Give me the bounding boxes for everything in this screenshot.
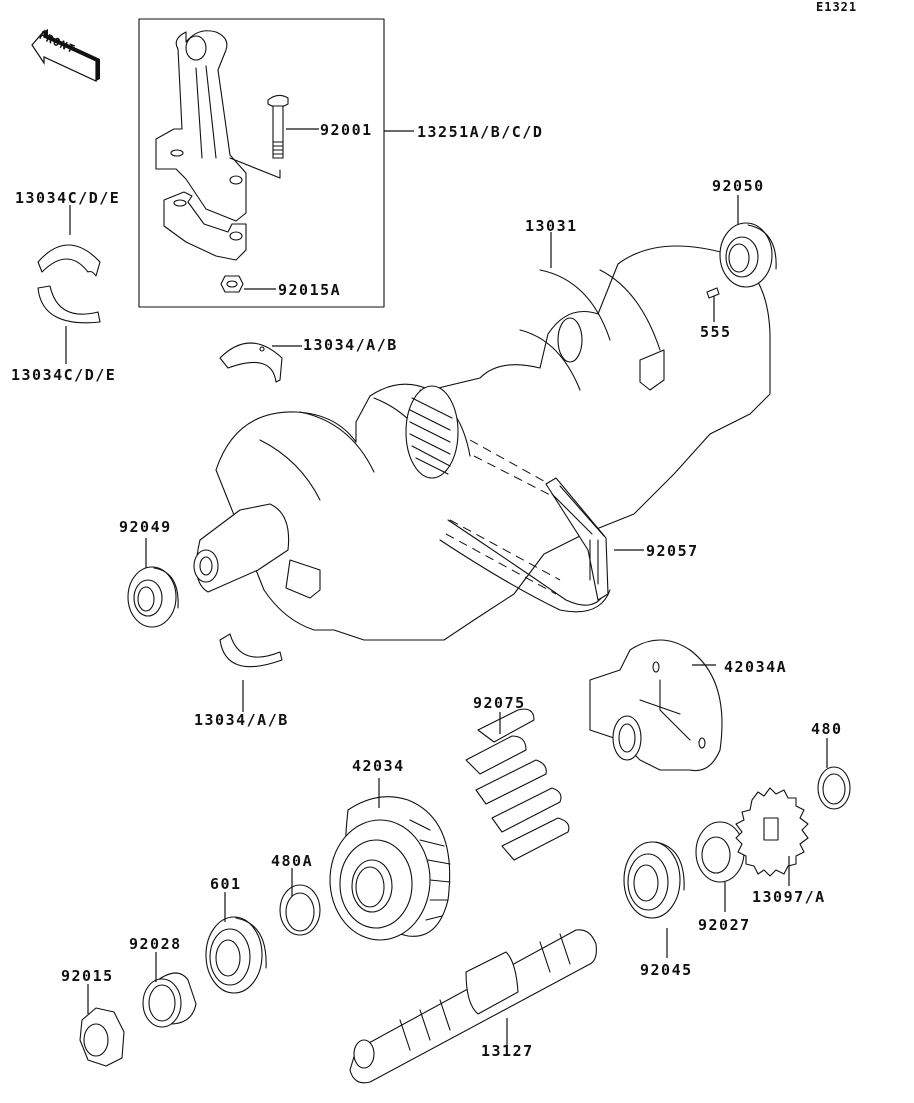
callout-oil-seal-left: 92049: [119, 518, 172, 536]
callout-pin: 555: [700, 323, 732, 341]
callout-conrod-bolt: 92001: [320, 121, 373, 139]
callout-oil-seal-right: 92050: [712, 177, 765, 195]
oil-seal-left-drawing: [127, 566, 179, 628]
output-shaft-drawing: [349, 929, 597, 1084]
timing-chain-drawing: [439, 439, 611, 613]
nut-drawing: [79, 1007, 125, 1067]
connecting-rod-drawing: [155, 30, 281, 261]
conrod-bolt-drawing: [267, 94, 289, 159]
callout-bearing-left: 601: [210, 875, 242, 893]
bearing-left-drawing: [205, 916, 267, 994]
callout-circlip-left: 480A: [271, 852, 314, 870]
crankshaft-drawing: [193, 245, 771, 641]
collar-left-drawing: [142, 972, 197, 1028]
callout-sprocket: 13097/A: [752, 888, 826, 906]
oil-seal-right-drawing: [719, 222, 777, 288]
damper-rubbers-drawing: [465, 708, 570, 861]
conrod-assembly-box: [138, 18, 385, 308]
conrod-bearing-shells-drawing: [37, 244, 101, 324]
callout-primary-gear: 42034: [352, 757, 405, 775]
callout-damper-hub: 42034A: [724, 658, 788, 676]
diagram-code: E1321: [816, 0, 858, 14]
callout-circlip-right: 480: [811, 720, 843, 738]
bearing-right-drawing: [623, 841, 685, 919]
callout-main-bearing-lower: 13034/A/B: [194, 711, 289, 729]
callout-shaft: 13127: [481, 1042, 534, 1060]
callout-nut: 92015: [61, 967, 114, 985]
collar-right-drawing: [695, 821, 745, 883]
callout-conrod-nut: 92015A: [278, 281, 342, 299]
circlip-left-drawing: [279, 884, 321, 936]
conrod-nut-drawing: [220, 275, 244, 293]
main-bearing-upper-drawing: [219, 342, 283, 383]
front-direction-arrow-icon: [31, 29, 100, 82]
callout-conrod-bearing-lower: 13034C/D/E: [11, 366, 117, 384]
main-bearing-lower-drawing: [219, 633, 283, 668]
callout-chain: 92057: [646, 542, 699, 560]
sprocket-drawing: [735, 787, 809, 877]
callout-conrod-assembly: 13251A/B/C/D: [417, 123, 544, 141]
circlip-right-drawing: [817, 766, 851, 810]
callout-main-bearing-upper: 13034/A/B: [303, 336, 398, 354]
callout-conrod-bearing-upper: 13034C/D/E: [15, 189, 121, 207]
pin-drawing: [706, 287, 720, 299]
callout-damper-rubbers: 92075: [473, 694, 526, 712]
callout-crankshaft: 13031: [525, 217, 578, 235]
callout-collar-left: 92028: [129, 935, 182, 953]
primary-gear-drawing: [329, 796, 451, 941]
damper-hub-drawing: [589, 639, 723, 772]
callout-bearing-right: 92045: [640, 961, 693, 979]
callout-collar-right: 92027: [698, 916, 751, 934]
